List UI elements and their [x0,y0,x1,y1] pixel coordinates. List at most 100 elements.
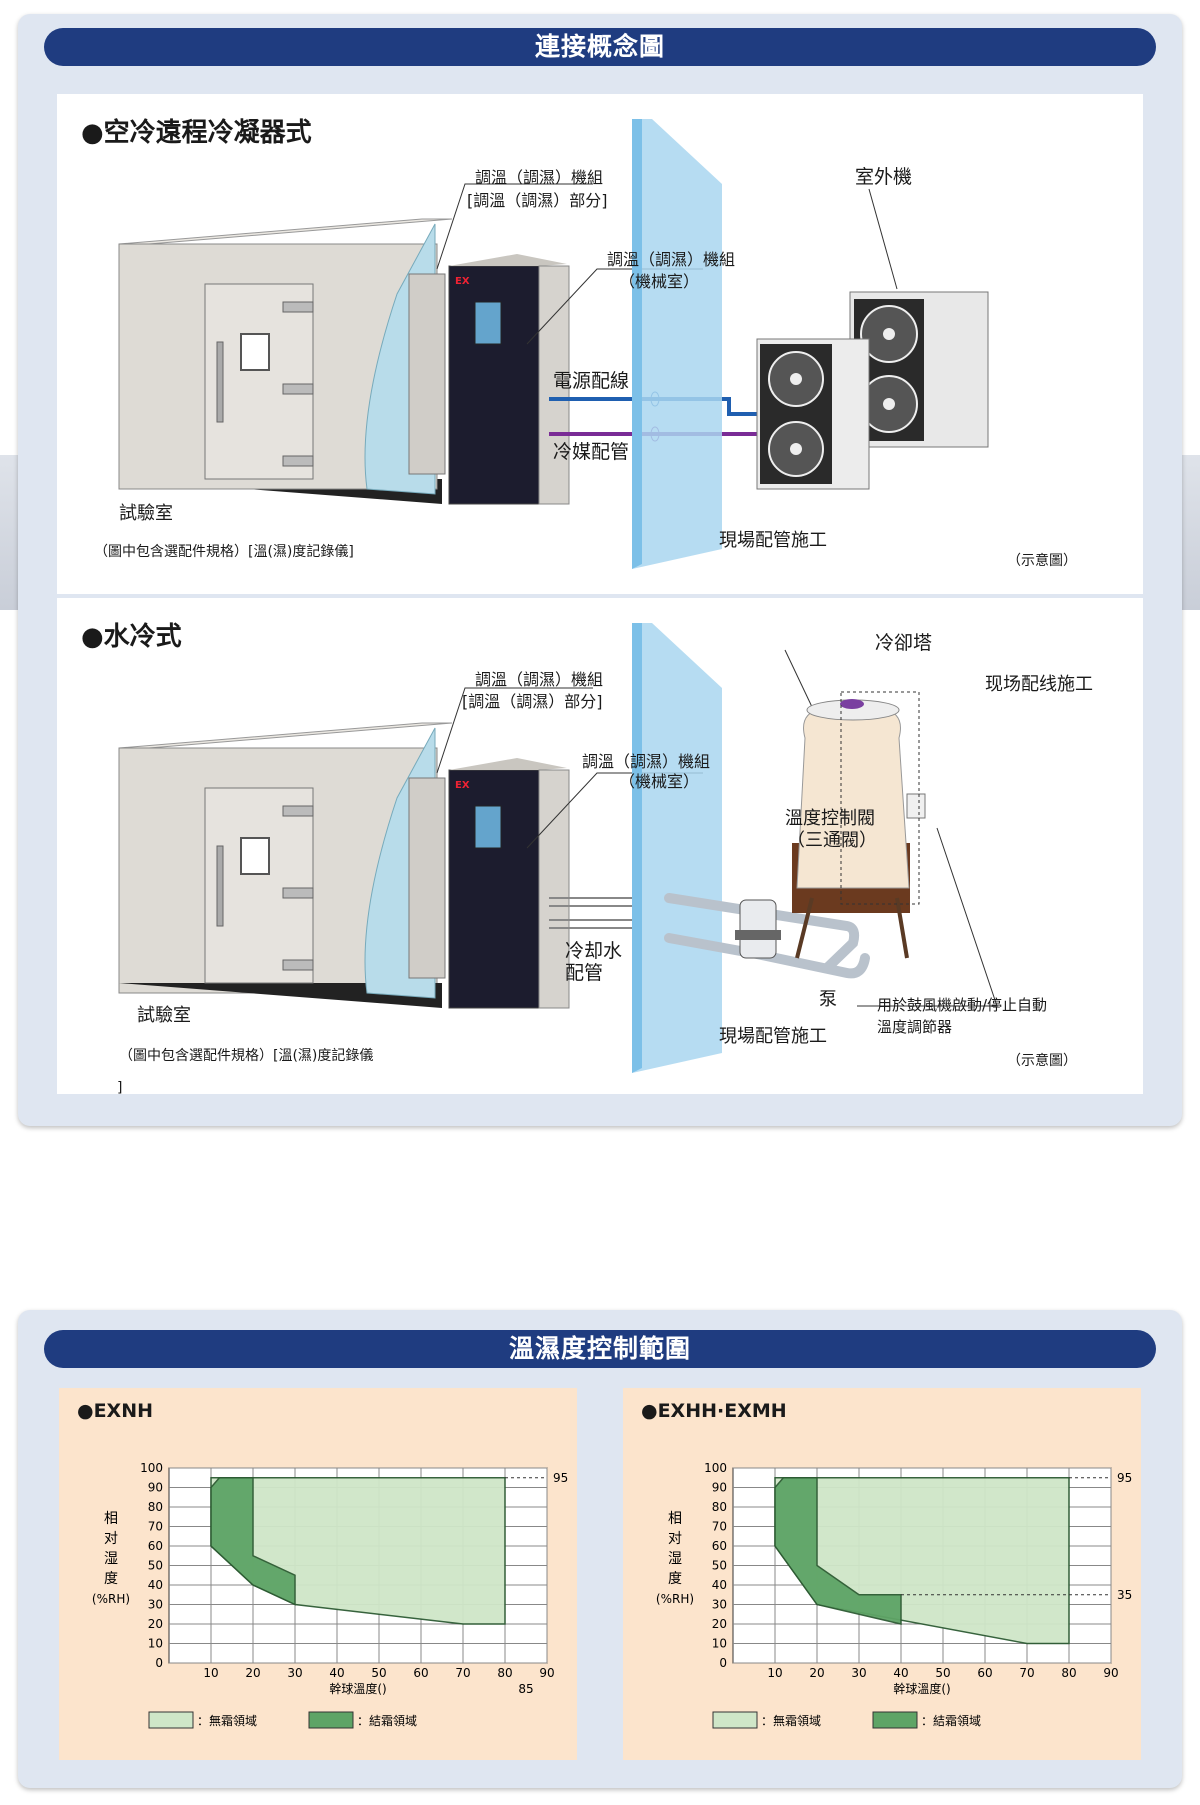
field-piping-label: 現場配管施工 [719,530,827,551]
hinge [282,383,314,395]
fan-control-label: 用於鼓風機啟動/停止自動 [877,996,1048,1014]
wall-edge [632,119,642,569]
fan-motor [840,699,864,709]
chamber-base [119,983,442,1008]
door-handle [216,845,224,927]
brand-logo: EX [455,276,470,287]
tower-label: 冷卻塔 [875,632,933,654]
watercooled-title: ●水冷式 [81,622,182,652]
y-tick-label: 50 [712,1559,727,1573]
x-tick-label: 20 [809,1666,824,1680]
region-frost [210,1477,296,1606]
temperature-regulator [906,793,926,819]
unit-label-2: [調溫（調濕）部分] [462,692,603,711]
leader-fan [857,827,998,1007]
y-axis-label-unit: (%RH) [92,1592,130,1606]
outdoor-unit-front [756,338,870,490]
pump-body [739,899,777,959]
machine-side [538,265,570,505]
door-handle [216,341,224,423]
y-tick-label: 0 [155,1656,163,1670]
x-tick-label: 80 [1061,1666,1076,1680]
y-axis-label-char: 度 [668,1571,682,1587]
machine-top [449,758,567,770]
y-axis-label-char: 对 [104,1531,118,1547]
y-tick-label: 20 [712,1617,727,1631]
y-tick-label: 60 [148,1539,163,1553]
hinge [282,455,314,467]
annotation: 95 [1117,1471,1132,1485]
y-tick-label: 30 [712,1598,727,1612]
x-axis-label: 幹球溫度() [893,1681,950,1696]
aircooled-illustration: EX [118,119,989,569]
room-label: 試驗室 [137,1005,191,1026]
y-axis-label-char: 湿 [668,1551,682,1567]
region-frost [774,1477,902,1625]
x-tick-label: 10 [203,1666,218,1680]
y-axis-label-char: 湿 [104,1551,118,1567]
outside-pipe [664,893,860,973]
machine-side [538,769,570,1009]
control-panel [474,805,502,849]
stray-bracket: ] [117,1080,123,1096]
field-piping-label: 現場配管施工 [719,1026,827,1047]
pump-flange [735,930,781,940]
wall-glass [632,623,722,1073]
wall-glass [632,119,722,569]
y-tick-label: 10 [148,1637,163,1651]
y-tick-label: 80 [712,1500,727,1514]
outdoor-label: 室外機 [855,166,913,188]
schematic-note: （示意圖） [1007,1053,1077,1069]
machine-label-1: 調溫（調濕）機組 [582,752,711,771]
connection-concept-panel: 連接概念圖 ●空冷遠程冷凝器式 EX [18,14,1182,1126]
machine-top [449,254,567,266]
x-tick-label: 50 [935,1666,950,1680]
section-header: 溫濕度控制範圍 [44,1330,1156,1368]
valve-label-2: （三通閥） [787,830,877,851]
annotation: 85 [518,1682,533,1696]
wiring-label: 现场配线施工 [985,674,1093,695]
x-axis-label: 幹球溫度() [329,1681,386,1696]
y-axis-label-unit: (%RH) [656,1592,694,1606]
y-axis-label-char: 相 [104,1511,118,1527]
unit-label-2: [調溫（調濕）部分] [467,191,608,210]
y-tick-label: 90 [712,1481,727,1495]
legend-swatch-nofrost [148,1711,194,1729]
machine-label-2: （機械室） [619,772,700,791]
y-tick-label: 40 [148,1578,163,1592]
options-note: （圖中包含選配件規格）[溫(濕)度記錄儀 [119,1048,374,1064]
door-window [240,333,270,371]
brand-logo: EX [455,780,470,791]
legend-label-nofrost: ：無霜領域 [761,1713,821,1728]
legend-swatch-frost [872,1711,918,1729]
tower-leg [895,897,909,959]
cooling-water-label-1: 冷却水 [565,940,623,962]
annotation: 35 [1117,1588,1132,1602]
x-tick-label: 80 [497,1666,512,1680]
y-tick-label: 30 [148,1598,163,1612]
conditioning-unit [408,273,446,475]
room-label: 試驗室 [119,503,173,524]
y-tick-label: 70 [712,1520,727,1534]
options-note: （圖中包含選配件規格）[溫(濕)度記錄儀] [94,544,354,560]
y-axis-label-char: 对 [668,1531,682,1547]
hinge [282,805,314,817]
chart-title: ●EXHH·EXMH [641,1400,787,1422]
regulator-label: 溫度調節器 [877,1018,953,1036]
y-axis-label-char: 度 [104,1571,118,1587]
y-tick-label: 0 [719,1656,727,1670]
watercooled-illustration: EX [118,623,998,1073]
x-tick-label: 50 [371,1666,386,1680]
machine-label-1: 調溫（調濕）機組 [607,250,736,269]
outside-pipe [664,933,870,979]
control-panel [474,301,502,345]
hinge [282,959,314,971]
chart-title: ●EXNH [77,1400,154,1422]
valve-label-1: 溫度控制閥 [785,808,875,829]
y-tick-label: 80 [148,1500,163,1514]
leader-unit [436,183,593,270]
x-tick-label: 10 [767,1666,782,1680]
pump-label: 泵 [819,989,837,1010]
